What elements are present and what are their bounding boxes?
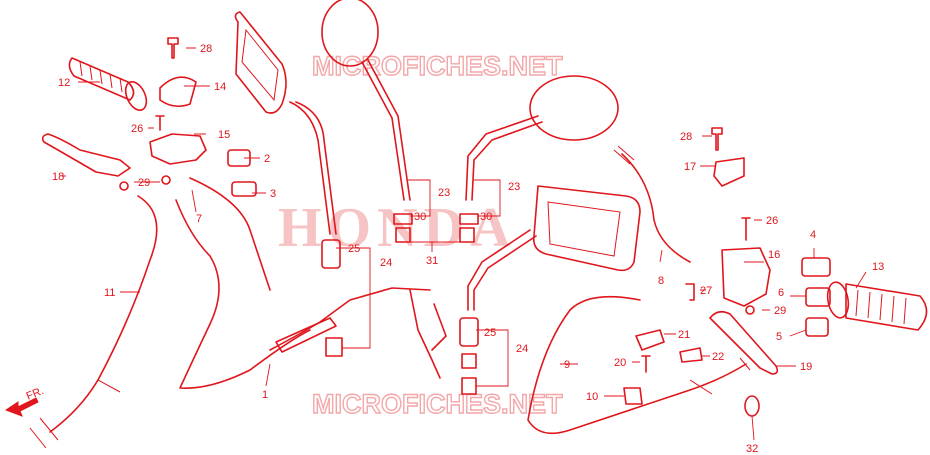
cable-11-end	[29, 379, 121, 449]
right-mirror-round	[465, 75, 619, 201]
callout-24-left: 24	[380, 257, 392, 269]
callout-22: 22	[712, 351, 724, 363]
callout-10: 10	[586, 391, 598, 403]
callout-26-right: 26	[766, 215, 778, 227]
callout-28-left: 28	[200, 43, 212, 55]
right-mirror-rect	[467, 185, 641, 311]
callout-17: 17	[684, 161, 696, 173]
nut-29-right	[745, 305, 755, 315]
left-mirror	[234, 11, 337, 235]
right-switch-housing	[721, 247, 771, 307]
switch-cover	[159, 76, 197, 108]
lever-bracket	[149, 133, 207, 165]
callout-32: 32	[746, 443, 758, 455]
throttle-cable	[269, 287, 431, 351]
callout-24-right: 24	[516, 343, 528, 355]
adjuster-25-right	[459, 317, 479, 347]
bolt-27	[685, 283, 695, 301]
switch-3	[231, 181, 257, 197]
screw-20	[641, 355, 651, 373]
callout-30-left: 30	[414, 211, 426, 223]
callout-18: 18	[52, 171, 64, 183]
callout-25-right: 25	[484, 327, 496, 339]
callout-2: 2	[264, 153, 270, 165]
lever-pivot	[119, 181, 129, 191]
clamp-21	[635, 329, 665, 351]
right-grip	[826, 281, 928, 331]
callout-6: 6	[778, 287, 784, 299]
center-mirror	[321, 0, 411, 201]
nut-30-right	[459, 213, 479, 225]
throttle-cable-body	[275, 317, 337, 353]
clip-10	[623, 387, 643, 405]
cable-9	[527, 295, 747, 435]
callout-25-left: 25	[348, 243, 360, 255]
front-direction-label: FR.	[25, 385, 46, 403]
callout-12: 12	[58, 77, 70, 89]
cable-9-end	[689, 357, 751, 395]
adjuster-25-left	[321, 239, 341, 269]
throttle-cable-end	[431, 303, 447, 351]
callout-8: 8	[658, 275, 664, 287]
guide-22	[679, 347, 703, 363]
callout-21: 21	[678, 329, 690, 341]
callout-29-left: 29	[138, 177, 150, 189]
washer-31-left	[395, 227, 411, 243]
bolt-28-right	[711, 127, 723, 151]
cable-7-upper	[189, 177, 271, 291]
callout-15: 15	[218, 129, 230, 141]
screw-26-left	[155, 115, 165, 131]
callout-26-left: 26	[131, 123, 143, 135]
callout-7: 7	[196, 213, 202, 225]
callout-5: 5	[776, 331, 782, 343]
left-lever	[41, 133, 131, 177]
switch-5	[805, 317, 829, 337]
callout-13: 13	[872, 261, 884, 273]
cable-8	[621, 153, 691, 263]
callout-30-right: 30	[480, 211, 492, 223]
nut-30-left	[393, 213, 413, 225]
callout-28-right: 28	[680, 131, 692, 143]
callout-16: 16	[768, 249, 780, 261]
callout-9: 9	[564, 359, 570, 371]
callout-23-right: 23	[508, 181, 520, 193]
cable-8-end	[613, 145, 635, 165]
bracket-17	[713, 157, 745, 187]
callout-19: 19	[800, 361, 812, 373]
screw-26-right	[741, 217, 751, 241]
callout-11: 11	[104, 287, 115, 299]
bolt-28-left	[167, 37, 179, 59]
callout-4: 4	[810, 229, 816, 241]
washer-32	[744, 395, 760, 417]
cable-7	[175, 199, 311, 389]
front-arrow-icon	[4, 397, 39, 417]
washer-31-right	[459, 227, 475, 243]
callout-29-right: 29	[774, 305, 786, 317]
callout-1: 1	[262, 389, 268, 401]
throttle-cable-branch	[409, 289, 441, 379]
nut-29-left	[161, 175, 171, 185]
left-grip	[68, 57, 148, 111]
callout-23-left: 23	[438, 187, 450, 199]
callout-14: 14	[214, 81, 226, 93]
callout-31: 31	[426, 255, 438, 267]
nut-24-right-a	[461, 353, 477, 369]
bolt-24-left	[325, 337, 343, 357]
callout-3: 3	[270, 188, 276, 200]
cable-11	[49, 195, 158, 433]
switch-4	[801, 257, 831, 277]
callout-27: 27	[700, 285, 712, 297]
callout-20: 20	[614, 357, 626, 369]
switch-6	[805, 287, 831, 307]
watermark-bottom: MICROFICHES.NET	[312, 389, 563, 419]
